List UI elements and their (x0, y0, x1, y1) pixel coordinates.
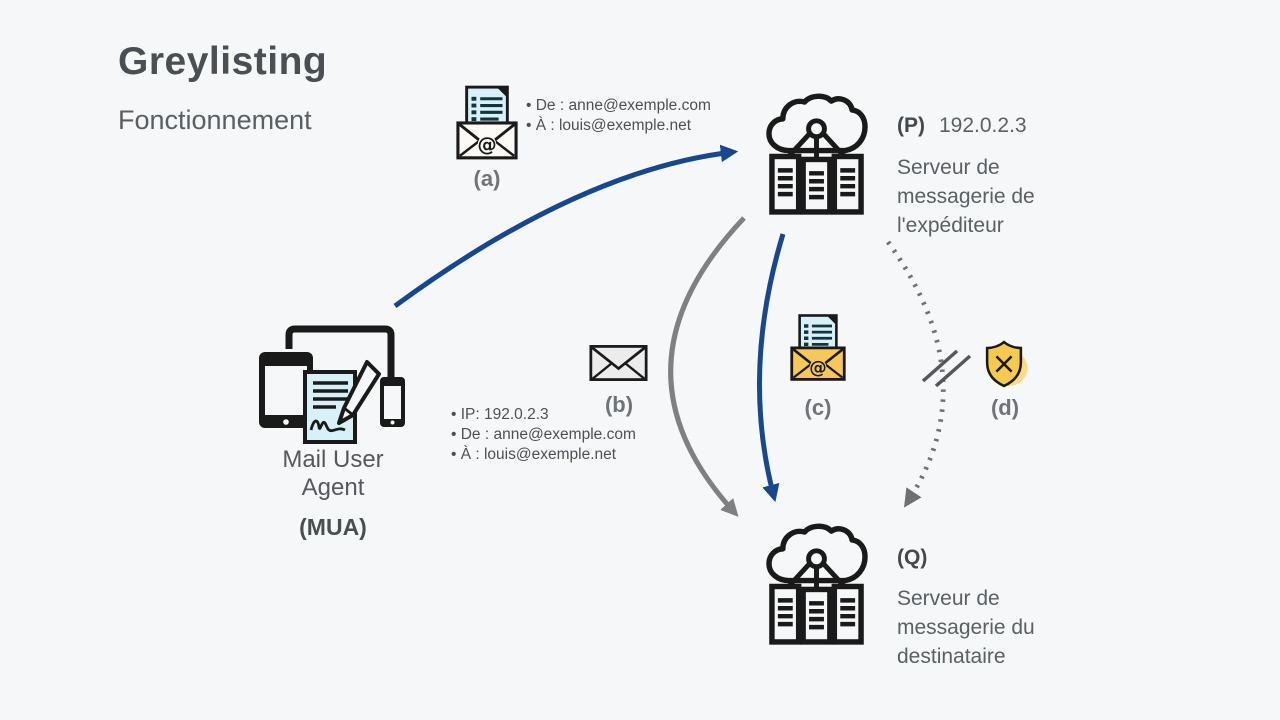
step-d-label: (d) (990, 395, 1020, 420)
page-title: Greylisting (118, 40, 328, 83)
server-q-icon (765, 523, 868, 646)
annotation-b-line: • À : louis@exemple.net (451, 446, 617, 463)
shield-block-icon (985, 340, 1028, 388)
annotation-b: • IP: 192.0.2.3 • De : anne@exemple.com … (451, 405, 636, 465)
server-q-description: Serveur de messagerie du destinataire (897, 587, 1035, 668)
arrow-mua-to-p (393, 144, 739, 309)
mua-code: (MUA) (299, 514, 367, 540)
annotation-a-line: • De : anne@exemple.com (526, 97, 711, 114)
step-b-label: (b) (604, 392, 634, 417)
server-p-description: Serveur de messagerie de l'expéditeur (897, 156, 1035, 237)
arrow-p-to-q-dotted (886, 240, 946, 508)
step-c-label: (c) (804, 395, 832, 420)
blocked-slash-mark (921, 349, 972, 388)
email-a-icon (456, 85, 518, 160)
server-p-header: (P) 192.0.2.3 (897, 114, 1027, 138)
arrow-p-to-q-blue (757, 233, 786, 503)
annotation-b-line: • IP: 192.0.2.3 (451, 406, 549, 423)
annotation-a-line: • À : louis@exemple.net (526, 117, 692, 134)
envelope-b-icon (589, 345, 648, 381)
annotation-b-line: • De : anne@exemple.com (451, 426, 636, 443)
step-a-label: (a) (473, 166, 501, 191)
mail-user-agent-icon (259, 325, 405, 444)
arrow-p-to-q-grey (668, 216, 746, 517)
annotation-a: • De : anne@exemple.com • À : louis@exem… (526, 96, 711, 136)
server-q-code: (Q) (897, 546, 928, 569)
mua-name: Mail User Agent (282, 446, 384, 501)
server-p-icon (765, 93, 868, 216)
page-subtitle: Fonctionnement (118, 105, 312, 135)
email-c-icon (790, 314, 846, 381)
server-p-ip: 192.0.2.3 (939, 114, 1027, 137)
server-p-code: (P) (897, 114, 925, 137)
